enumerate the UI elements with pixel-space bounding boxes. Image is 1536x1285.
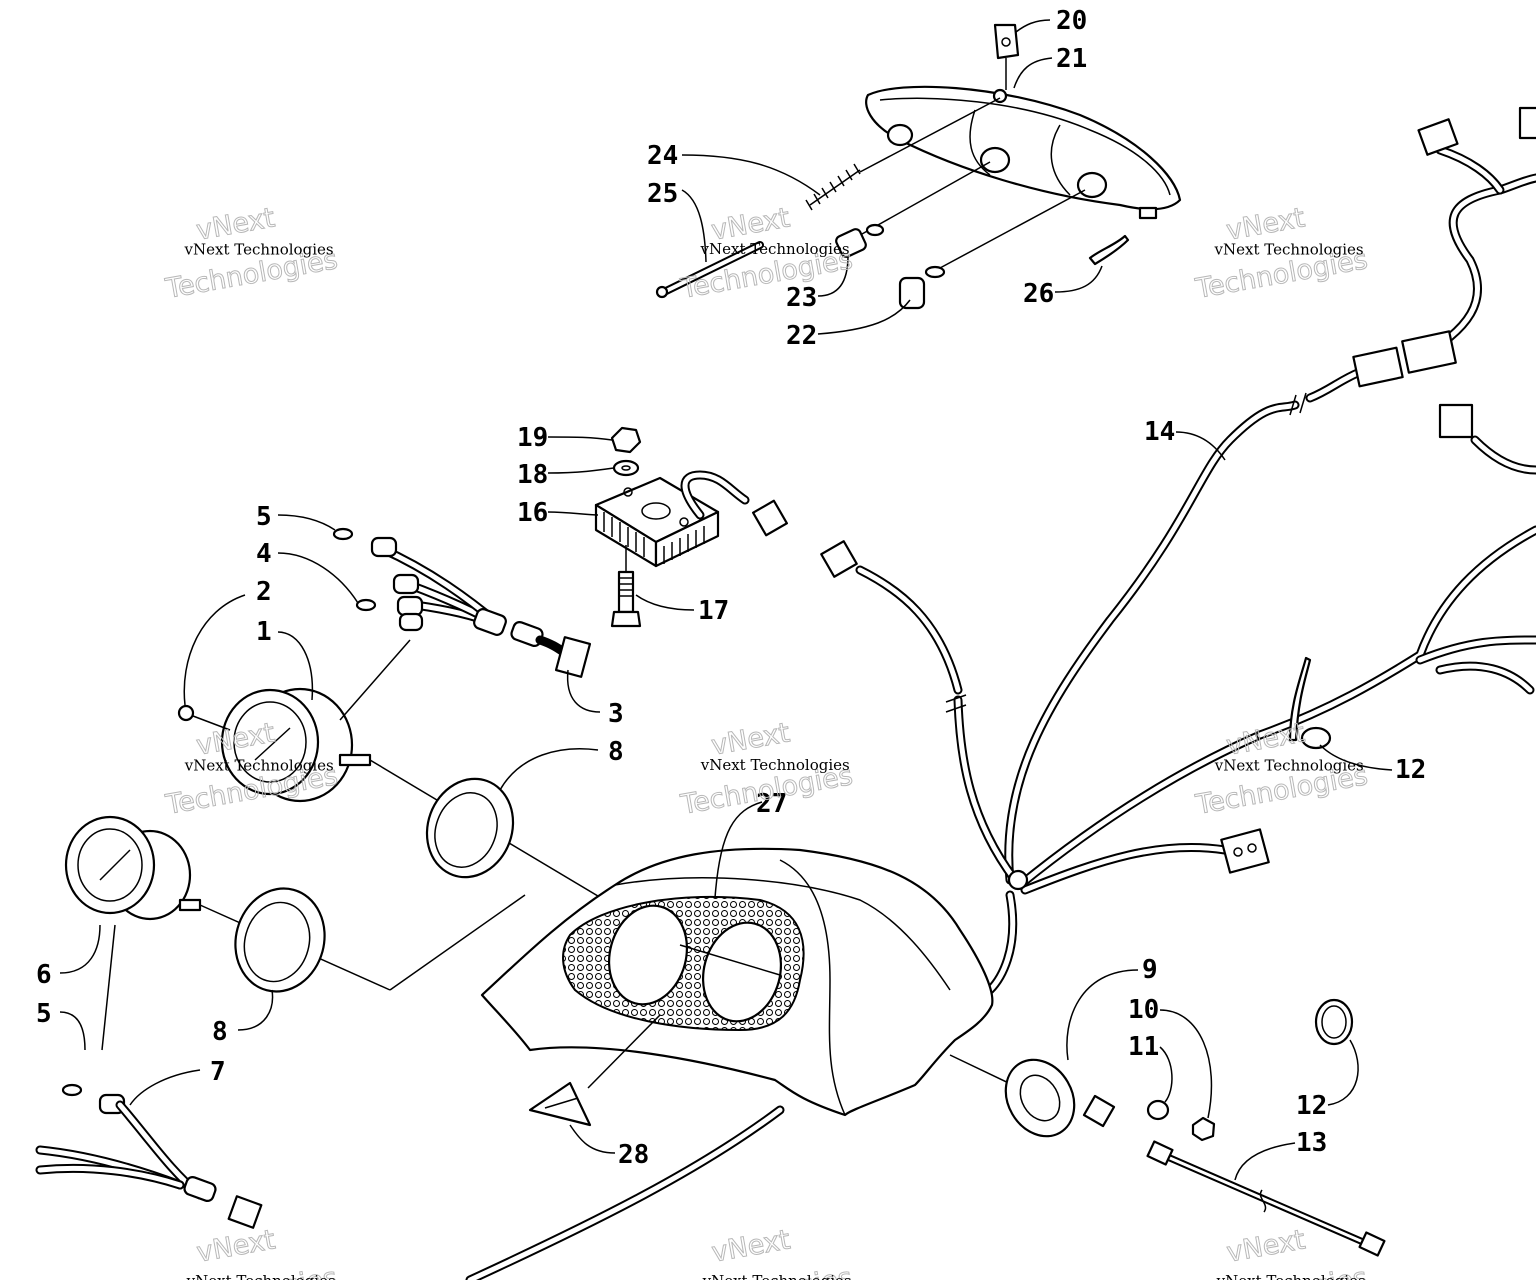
svg-text:vNext: vNext xyxy=(709,717,792,761)
bulbs-4-5 xyxy=(332,527,377,612)
bulb-socket-23 xyxy=(835,161,991,258)
callout-27: 27 xyxy=(756,789,787,819)
callout-18: 18 xyxy=(517,460,548,490)
watermark-mid-right: vNext Technologies vNext Technologies xyxy=(1192,717,1370,822)
main-wiring-harness xyxy=(465,145,1536,1285)
watermark-top-left: vNext Technologies vNext Technologies xyxy=(162,202,340,306)
svg-text:vNext: vNext xyxy=(709,1224,792,1268)
callout-4: 4 xyxy=(256,539,272,569)
washer-11 xyxy=(1146,1099,1170,1121)
watermark-mid-center: vNext Technologies vNext Technologies xyxy=(677,717,855,822)
decal-28 xyxy=(528,1081,592,1127)
watermark-bottom-right: vNext Technologies vNext Technologies xyxy=(1192,1224,1370,1285)
sub-harness-3 xyxy=(339,536,592,721)
callout-labels: 20 21 24 25 23 22 26 19 18 16 17 14 12 5… xyxy=(36,6,1426,1170)
clamp-12-lower xyxy=(1314,998,1354,1046)
callout-22: 22 xyxy=(786,321,817,351)
harness-connectors xyxy=(820,106,1536,874)
svg-text:vNext Technologies: vNext Technologies xyxy=(184,756,334,774)
cable-13 xyxy=(1146,1140,1386,1257)
callout-2: 2 xyxy=(256,577,272,607)
svg-text:vNext: vNext xyxy=(1224,717,1307,761)
svg-text:vNext Technologies: vNext Technologies xyxy=(186,1272,336,1280)
clip-26 xyxy=(1088,234,1130,266)
svg-text:vNext Technologies: vNext Technologies xyxy=(700,756,850,774)
callout-25: 25 xyxy=(647,179,678,209)
callout-26: 26 xyxy=(1023,279,1054,309)
watermark-top-right: vNext Technologies vNext Technologies xyxy=(1192,202,1370,306)
nut-10 xyxy=(1191,1116,1216,1142)
callout-28: 28 xyxy=(618,1140,649,1170)
callout-11: 11 xyxy=(1128,1032,1159,1062)
spring-24 xyxy=(805,97,1001,211)
dash-panel-27 xyxy=(480,847,994,1117)
svg-text:vNext Technologies: vNext Technologies xyxy=(702,1272,852,1280)
sub-harness-7 xyxy=(35,924,263,1229)
callout-17: 17 xyxy=(698,596,729,626)
callout-24: 24 xyxy=(647,141,678,171)
bolt-17 xyxy=(610,545,642,628)
svg-text:vNext: vNext xyxy=(1224,1224,1307,1268)
speedo-drive-9 xyxy=(949,1054,1116,1138)
bezel-8-lower xyxy=(234,887,326,993)
callout-20: 20 xyxy=(1056,6,1087,36)
callout-12-upper: 12 xyxy=(1395,755,1426,785)
callout-13: 13 xyxy=(1296,1128,1327,1158)
clamp-12-upper xyxy=(1300,726,1332,750)
callout-21: 21 xyxy=(1056,44,1087,74)
leader-lines xyxy=(59,19,1393,1181)
gauge-1 xyxy=(220,687,681,946)
callout-3: 3 xyxy=(608,699,624,729)
nut-19 xyxy=(610,426,642,454)
callout-14: 14 xyxy=(1144,417,1175,447)
callout-1: 1 xyxy=(256,617,272,647)
callout-12-lower: 12 xyxy=(1296,1091,1327,1121)
washer-18 xyxy=(612,459,640,477)
bulb-2 xyxy=(177,704,231,731)
callout-10: 10 xyxy=(1128,995,1159,1025)
regulator-16 xyxy=(594,470,788,568)
svg-text:vNext: vNext xyxy=(194,1224,277,1268)
svg-text:vNext Technologies: vNext Technologies xyxy=(1214,240,1364,258)
headlight-assembly xyxy=(865,85,1182,220)
callout-8-upper: 8 xyxy=(608,737,624,767)
callout-8-lower: 8 xyxy=(212,1017,228,1047)
callout-16: 16 xyxy=(517,498,548,528)
bracket-20 xyxy=(993,23,1020,90)
bezel-8-upper xyxy=(425,777,515,879)
screw-25 xyxy=(655,241,764,299)
callout-23: 23 xyxy=(786,283,817,313)
callout-7: 7 xyxy=(210,1057,226,1087)
svg-text:vNext Technologies: vNext Technologies xyxy=(1214,756,1364,774)
svg-text:vNext Technologies: vNext Technologies xyxy=(1216,1272,1366,1280)
callout-19: 19 xyxy=(517,423,548,453)
callout-5-upper: 5 xyxy=(256,502,272,532)
svg-text:vNext Technologies: vNext Technologies xyxy=(184,240,334,258)
bulb-socket-22 xyxy=(898,189,1086,310)
gauge-6 xyxy=(64,815,526,991)
callout-6: 6 xyxy=(36,960,52,990)
callout-5-lower: 5 xyxy=(36,999,52,1029)
callout-9: 9 xyxy=(1142,955,1158,985)
watermark-bottom-center: vNext Technologies vNext Technologies xyxy=(677,1224,855,1285)
svg-text:vNext Technologies: vNext Technologies xyxy=(700,240,850,258)
